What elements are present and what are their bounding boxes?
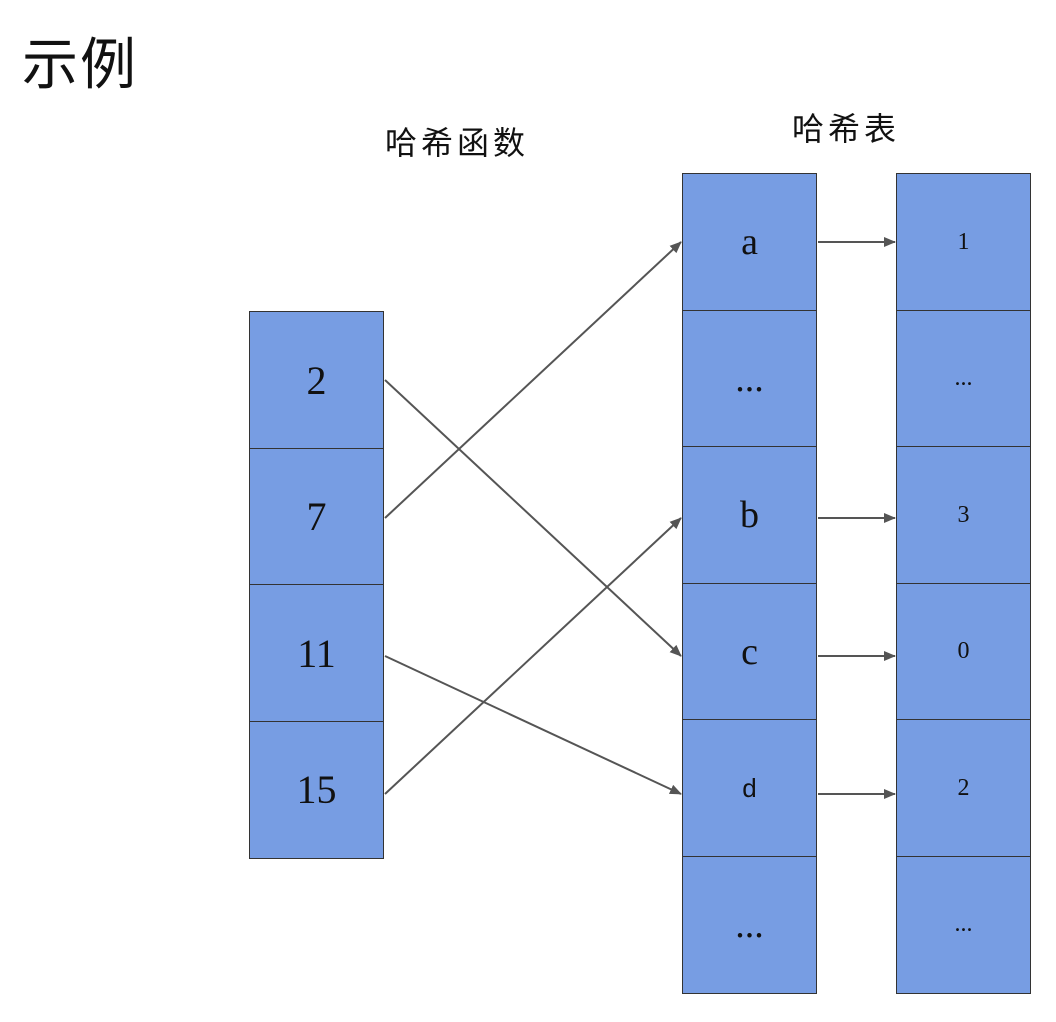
bucket-cell: ... [682, 855, 817, 994]
key-cell: 7 [249, 447, 384, 586]
value-cell: 2 [896, 719, 1031, 857]
values-column: 1 ... 3 0 2 ... [896, 173, 1031, 994]
value-cell: ... [896, 855, 1031, 994]
buckets-column: a ... b c d ... [682, 173, 817, 994]
arrow-2-to-c [384, 379, 682, 657]
hash-table-caption: 哈希表 [792, 110, 901, 148]
bucket-cell: ... [682, 309, 817, 448]
bucket-cell: a [682, 173, 817, 311]
arrow-7-to-a [384, 241, 682, 519]
value-cell: 0 [896, 582, 1031, 721]
key-cell: 11 [249, 584, 384, 722]
slide-title: 示例 [22, 33, 138, 98]
hash-function-caption: 哈希函数 [385, 124, 530, 162]
bucket-cell: b [682, 446, 817, 584]
key-cell: 2 [249, 311, 384, 449]
arrow-15-to-b [384, 517, 682, 795]
value-cell: 3 [896, 446, 1031, 584]
key-cell: 15 [249, 720, 384, 859]
value-cell: 1 [896, 173, 1031, 311]
keys-column: 2 7 11 15 [249, 311, 384, 859]
bucket-cell: d [682, 719, 817, 857]
bucket-cell: c [682, 582, 817, 721]
arrow-11-to-d [384, 655, 682, 795]
